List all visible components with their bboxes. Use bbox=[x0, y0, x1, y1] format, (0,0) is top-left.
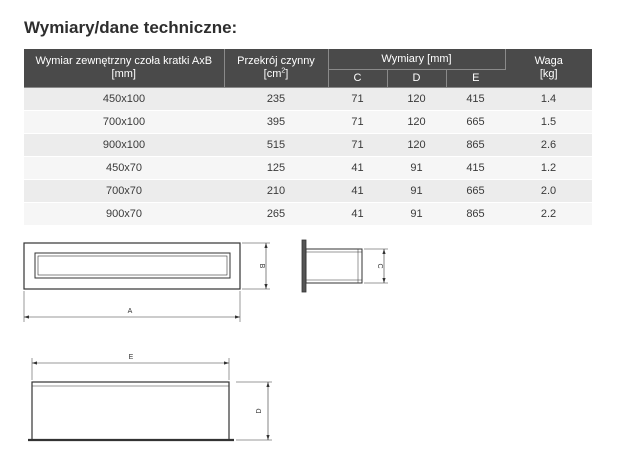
header-c: C bbox=[328, 69, 388, 88]
header-outer-dimension: Wymiar zewnętrzny czoła kratki AxB [mm] bbox=[24, 49, 225, 88]
dimension-c-label: C bbox=[376, 263, 383, 268]
header-d: D bbox=[387, 69, 447, 88]
header-dimensions-group: Wymiary [mm] bbox=[328, 49, 506, 70]
cell-weight: 2.0 bbox=[505, 179, 592, 203]
header-e: E bbox=[446, 69, 505, 88]
cell-d: 91 bbox=[387, 202, 446, 226]
cell-area: 265 bbox=[224, 202, 328, 226]
dimension-a-label: A bbox=[128, 308, 133, 315]
cell-area: 125 bbox=[224, 156, 328, 180]
dimension-e-label: E bbox=[129, 354, 134, 361]
side-view-flange bbox=[301, 239, 307, 293]
cell-area: 235 bbox=[224, 87, 328, 111]
bottom-view-body bbox=[31, 381, 230, 441]
cell-e: 665 bbox=[446, 110, 505, 134]
front-view-outer bbox=[23, 242, 241, 290]
cell-c: 71 bbox=[328, 110, 387, 134]
cell-d: 120 bbox=[387, 133, 446, 157]
cell-weight: 2.6 bbox=[505, 133, 592, 157]
cell-area: 515 bbox=[224, 133, 328, 157]
cell-c: 41 bbox=[328, 156, 387, 180]
cell-size: 900x100 bbox=[24, 133, 224, 157]
dimension-d-label: D bbox=[256, 408, 263, 413]
cell-d: 91 bbox=[387, 179, 446, 203]
page-title: Wymiary/dane techniczne: bbox=[24, 18, 238, 37]
cell-c: 71 bbox=[328, 87, 387, 111]
cell-e: 415 bbox=[446, 87, 505, 111]
dimension-b-label: B bbox=[258, 264, 265, 269]
front-view-inner bbox=[34, 252, 231, 279]
cell-area: 395 bbox=[224, 110, 328, 134]
cell-weight: 1.2 bbox=[505, 156, 592, 180]
cell-d: 120 bbox=[387, 110, 446, 134]
header-weight: Waga [kg] bbox=[505, 49, 592, 88]
cell-weight: 1.4 bbox=[505, 87, 592, 111]
side-view-body bbox=[305, 248, 363, 284]
cell-weight: 2.2 bbox=[505, 202, 592, 226]
cell-size: 900x70 bbox=[24, 202, 224, 226]
cell-size: 700x70 bbox=[24, 179, 224, 203]
cell-c: 41 bbox=[328, 202, 387, 226]
cell-c: 41 bbox=[328, 179, 387, 203]
header-effective-area: Przekrój czynny [cm2] bbox=[224, 49, 329, 88]
cell-size: 700x100 bbox=[24, 110, 224, 134]
cell-e: 665 bbox=[446, 179, 505, 203]
cell-e: 865 bbox=[446, 202, 505, 226]
cell-d: 91 bbox=[387, 156, 446, 180]
cell-size: 450x100 bbox=[24, 87, 224, 111]
cell-e: 415 bbox=[446, 156, 505, 180]
cell-c: 71 bbox=[328, 133, 387, 157]
front-view-opening bbox=[37, 255, 228, 276]
cell-e: 865 bbox=[446, 133, 505, 157]
cell-weight: 1.5 bbox=[505, 110, 592, 134]
specs-table: Wymiar zewnętrzny czoła kratki AxB [mm] … bbox=[24, 49, 592, 226]
cell-d: 120 bbox=[387, 87, 446, 111]
cell-area: 210 bbox=[224, 179, 328, 203]
cell-size: 450x70 bbox=[24, 156, 224, 180]
